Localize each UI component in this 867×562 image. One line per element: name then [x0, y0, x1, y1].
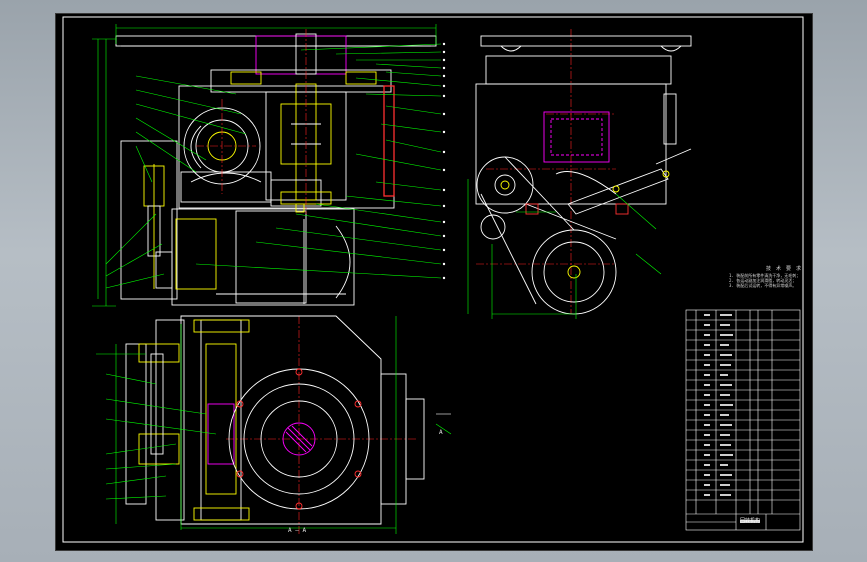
plan-view — [125, 315, 425, 525]
parts-list-text-marks — [704, 314, 760, 523]
tech-requirement-line: 1. 装配前所有零件清洗干净，无毛刺； — [729, 273, 801, 278]
cad-drawing — [62, 16, 804, 543]
side-view — [475, 35, 692, 315]
main-view-balloon-dots — [442, 42, 446, 280]
drawing-frame — [62, 16, 804, 543]
tech-requirement-line: 2. 各运动副加注润滑脂，转动灵活； — [729, 278, 797, 283]
drawing-viewport[interactable]: A — A A 回转机构 技 术 要 求 1. 装配前所有零件清洗干净，无毛刺；… — [55, 13, 813, 551]
title-block-name: 回转机构 — [740, 518, 761, 524]
tech-requirements-title: 技 术 要 求 — [765, 266, 803, 272]
main-view-leaders — [105, 43, 442, 289]
main-view — [115, 33, 437, 306]
parts-list — [685, 309, 801, 531]
tech-requirement-line: 3. 装配后试运转，不得有异常噪声。 — [729, 283, 797, 288]
side-view-dimensions — [467, 179, 662, 319]
plan-view-leaders — [96, 316, 452, 534]
section-label: A — A — [288, 527, 307, 534]
main-view-dimensions — [92, 24, 437, 307]
view-mark: A — [439, 429, 443, 436]
tech-requirements: 技 术 要 求 1. 装配前所有零件清洗干净，无毛刺； 2. 各运动副加注润滑脂… — [729, 266, 839, 289]
